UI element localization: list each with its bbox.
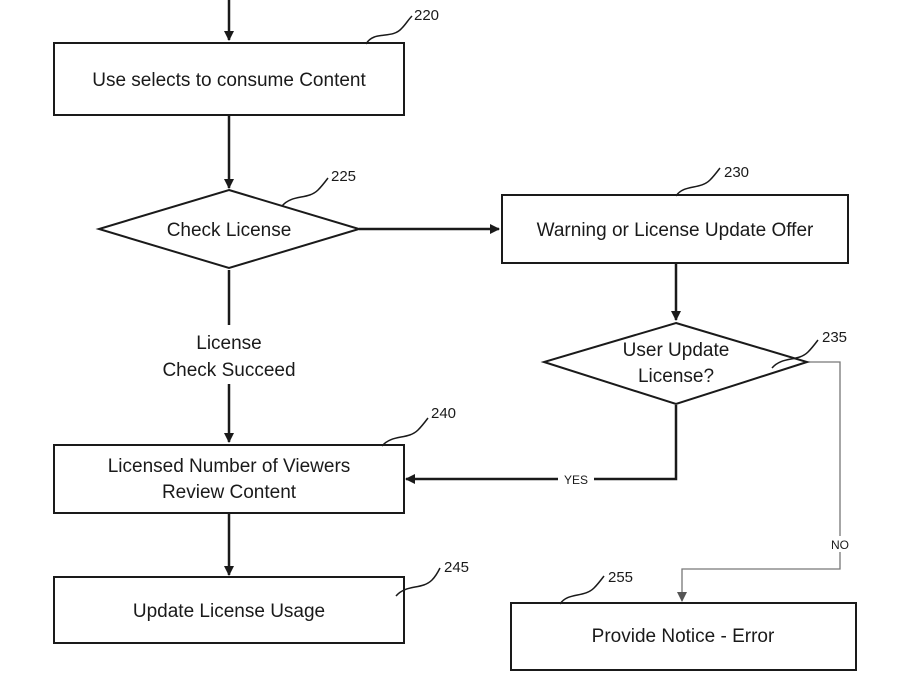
node-225-leader bbox=[281, 177, 329, 207]
node-230-text: Warning or License Update Offer bbox=[537, 220, 814, 241]
node-245-ref: 245 bbox=[444, 559, 469, 576]
node-255-leader bbox=[559, 575, 605, 605]
node-245-box bbox=[53, 576, 405, 644]
edge-235-yes-to-240 bbox=[405, 405, 678, 484]
edge-235-no-to-255 bbox=[677, 361, 841, 602]
license-check-label-line-2: Check Succeed bbox=[162, 360, 295, 381]
node-255: Provide Notice - Error 255 bbox=[510, 569, 857, 671]
node-245-leader bbox=[395, 567, 441, 597]
node-230-box bbox=[501, 194, 849, 264]
node-220-ref: 220 bbox=[414, 7, 439, 24]
node-255-ref: 255 bbox=[608, 569, 633, 586]
node-245: Update License Usage 245 bbox=[53, 559, 469, 644]
node-235-leader bbox=[771, 339, 819, 369]
license-check-label-line-1: License bbox=[196, 333, 262, 354]
node-220-box bbox=[53, 42, 405, 116]
node-240-box bbox=[53, 444, 405, 514]
node-240-leader bbox=[381, 417, 429, 447]
node-240-ref: 240 bbox=[431, 405, 456, 422]
no-label-bg bbox=[826, 536, 854, 552]
node-255-box bbox=[510, 602, 857, 671]
node-220-text: Use selects to consume Content bbox=[92, 70, 366, 91]
node-255-text: Provide Notice - Error bbox=[592, 626, 775, 647]
node-220-leader bbox=[365, 15, 413, 45]
node-235-text-line-1: User Update bbox=[623, 340, 730, 361]
node-235-diamond bbox=[540, 321, 811, 406]
node-225-text: Check License bbox=[167, 220, 292, 241]
node-240-text-line-1: Licensed Number of Viewers bbox=[108, 456, 351, 477]
no-label: NO bbox=[831, 538, 849, 552]
node-225-diamond bbox=[95, 188, 363, 270]
node-230-leader bbox=[675, 167, 721, 197]
node-225-ref: 225 bbox=[331, 168, 356, 185]
node-240-text-line-2: Review Content bbox=[162, 482, 297, 503]
node-220: Use selects to consume Content 220 bbox=[53, 7, 439, 116]
node-230-ref: 230 bbox=[724, 164, 749, 181]
license-check-label-bg bbox=[146, 328, 312, 382]
yes-label-bg bbox=[558, 471, 594, 487]
node-235-ref: 235 bbox=[822, 329, 847, 346]
node-225: Check License 225 bbox=[95, 168, 363, 270]
node-245-text: Update License Usage bbox=[133, 601, 325, 622]
node-235-text-line-2: License? bbox=[638, 366, 714, 387]
node-235: User Update License? 235 bbox=[540, 321, 847, 406]
node-230: Warning or License Update Offer 230 bbox=[501, 164, 849, 264]
yes-label: YES bbox=[564, 473, 588, 487]
node-240: Licensed Number of Viewers Review Conten… bbox=[53, 405, 456, 514]
